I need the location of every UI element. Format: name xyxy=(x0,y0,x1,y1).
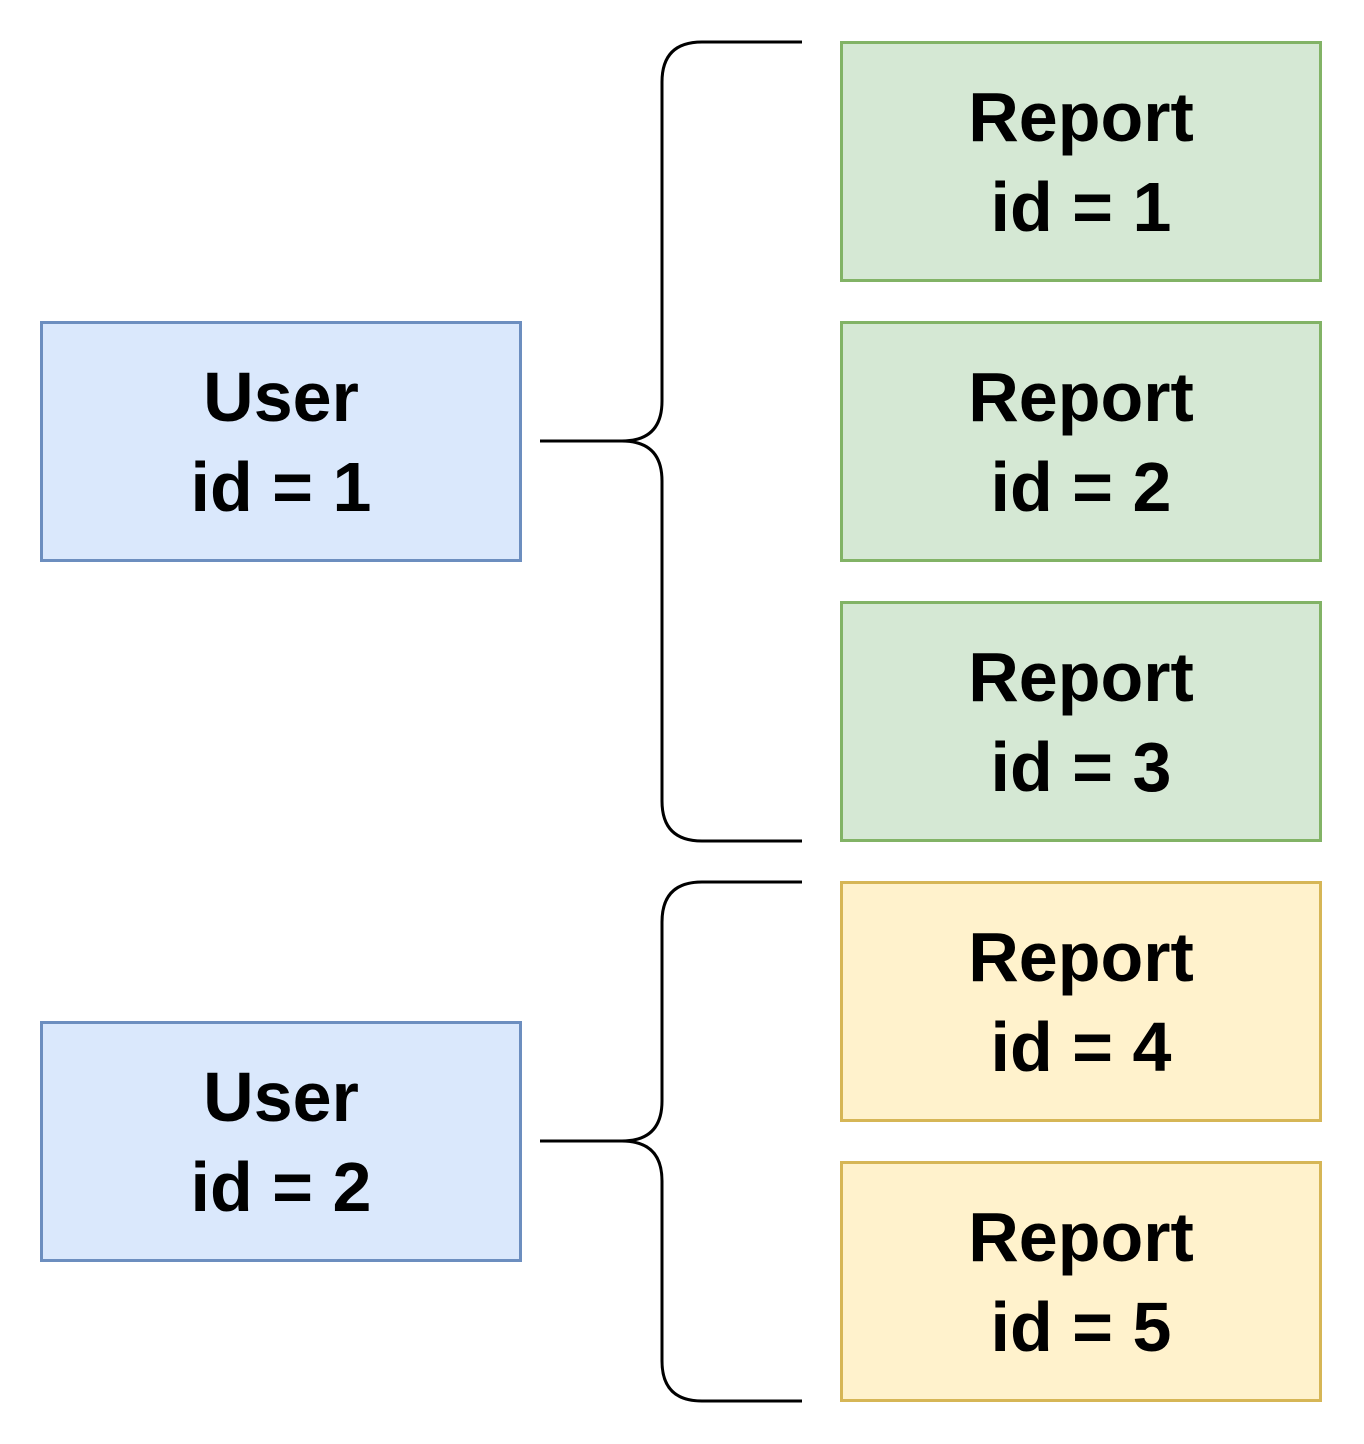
report-id-label: id = 1 xyxy=(990,167,1172,246)
report-title: Report xyxy=(968,357,1194,436)
user-box-2: User id = 2 xyxy=(40,1021,522,1262)
user-box-1: User id = 1 xyxy=(40,321,522,562)
report-id-label: id = 3 xyxy=(990,727,1172,806)
report-id-label: id = 2 xyxy=(990,447,1172,526)
report-title: Report xyxy=(968,637,1194,716)
user-title: User xyxy=(203,357,359,436)
user-id-label: id = 2 xyxy=(190,1147,372,1226)
curly-brace-user-1 xyxy=(540,40,802,843)
report-box-1: Report id = 1 xyxy=(840,41,1322,282)
report-box-3: Report id = 3 xyxy=(840,601,1322,842)
user-title: User xyxy=(203,1057,359,1136)
report-title: Report xyxy=(968,1197,1194,1276)
report-box-4: Report id = 4 xyxy=(840,881,1322,1122)
user-id-label: id = 1 xyxy=(190,447,372,526)
curly-brace-user-2 xyxy=(540,880,802,1403)
report-id-label: id = 5 xyxy=(990,1287,1172,1366)
report-title: Report xyxy=(968,77,1194,156)
report-id-label: id = 4 xyxy=(990,1007,1172,1086)
report-box-2: Report id = 2 xyxy=(840,321,1322,562)
report-title: Report xyxy=(968,917,1194,996)
report-box-5: Report id = 5 xyxy=(840,1161,1322,1402)
